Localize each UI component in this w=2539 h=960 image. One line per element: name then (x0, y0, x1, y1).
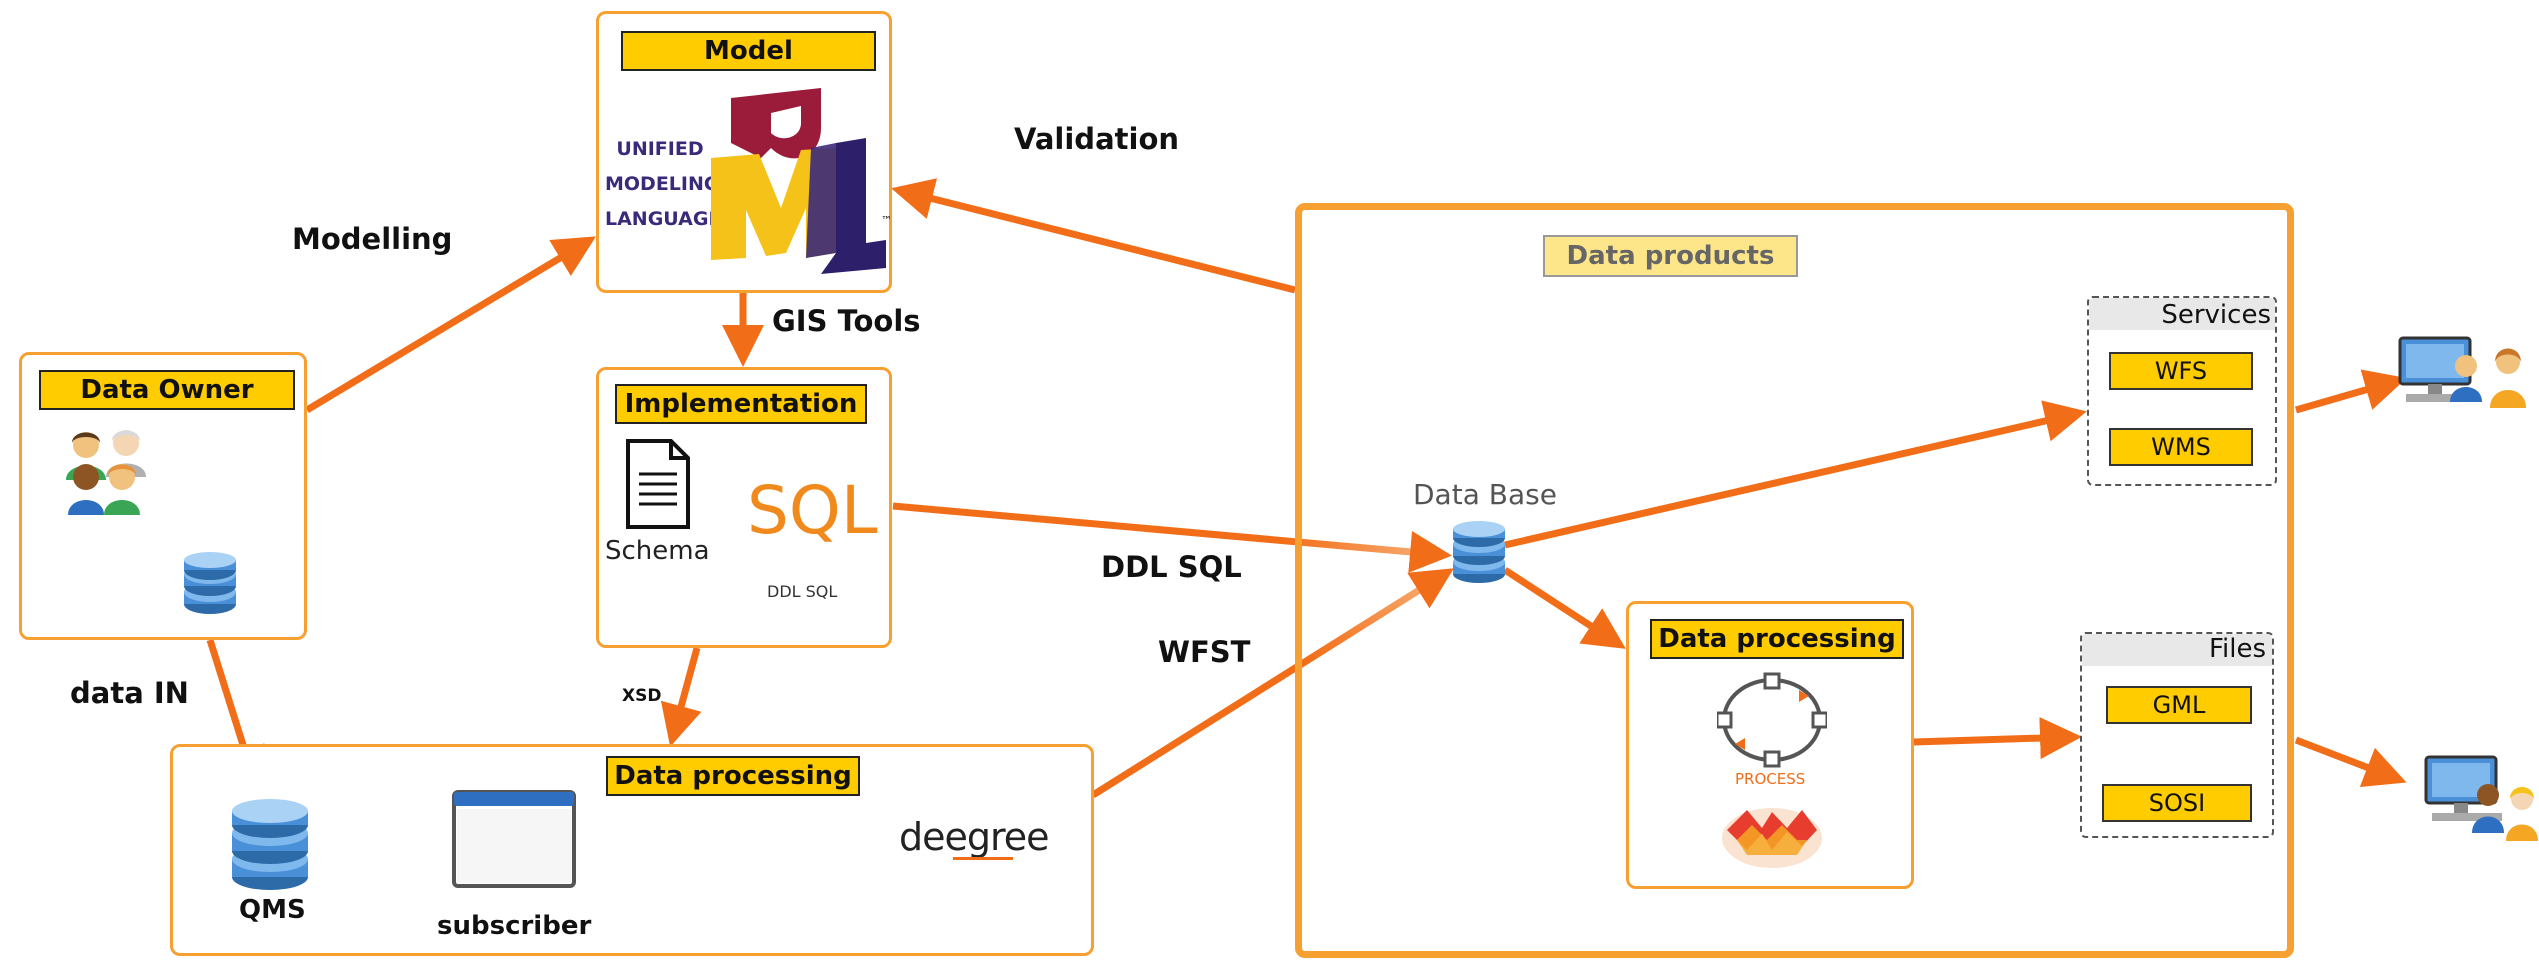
uml-trademark: ™ (881, 214, 892, 227)
process-cycle-icon (1717, 672, 1827, 768)
wfst-label: WFST (1158, 635, 1251, 669)
data-in-label: data IN (70, 676, 189, 710)
ddl-sql-label: DDL SQL (1101, 550, 1242, 584)
process-label: PROCESS (1735, 770, 1806, 788)
files-group: Files GML SOSI (2080, 632, 2274, 838)
inner-data-processing-panel: Data processing PROCESS (1626, 601, 1914, 889)
service-item-wfs[interactable]: WFS (2109, 352, 2253, 390)
file-item-gml[interactable]: GML (2106, 686, 2252, 724)
data-products-tag: Data products (1543, 235, 1798, 277)
arrow-db-services (1504, 400, 2087, 549)
deegree-underline (953, 857, 1013, 860)
gis-tools-label: GIS Tools (772, 304, 921, 338)
arrow-xsd (660, 647, 702, 747)
arrow-services-users (2295, 369, 2407, 414)
data-base-label: Data Base (1413, 478, 1557, 511)
files-title: Files (2208, 634, 2266, 664)
computer-users-bottom-icon (2424, 755, 2538, 841)
uml-logo: UNIFIED MODELING LANGUAGE ™ (599, 74, 895, 284)
data-processing-panel: Data processing QMS subscriber deegree (170, 744, 1094, 956)
subscriber-label: subscriber (437, 911, 592, 941)
arrow-validation (891, 178, 1296, 294)
ddl-sql-small-label: DDL SQL (767, 582, 838, 601)
services-group-header (2089, 298, 2275, 330)
arrow-ddl-sql (892, 502, 1452, 573)
arrow-modelling (305, 236, 597, 414)
model-tag: Model (621, 31, 876, 71)
model-panel: Model UNIFIED MODELING LANGUAGE ™ (596, 11, 892, 293)
document-icon (626, 439, 690, 529)
file-item-sosi[interactable]: SOSI (2102, 784, 2252, 822)
service-item-wms[interactable]: WMS (2109, 428, 2253, 466)
uml-text-unified: UNIFIED (616, 138, 704, 160)
qms-database-icon (232, 799, 308, 890)
data-owner-panel: Data Owner (19, 352, 307, 640)
services-group: Services WFS WMS (2087, 296, 2277, 486)
data-owner-tag: Data Owner (39, 370, 295, 410)
qms-label: QMS (239, 895, 306, 925)
sql-logo: SQL (747, 472, 878, 549)
computer-users-top-icon (2398, 336, 2526, 408)
xsd-label: XSD (622, 686, 662, 706)
people-icon (66, 430, 146, 515)
arrow-processing-files (1913, 717, 2082, 760)
arrow-db-processing (1503, 567, 1626, 649)
data-base-icon (1453, 521, 1505, 583)
uml-text-language: LANGUAGE (605, 208, 722, 230)
services-title: Services (2161, 300, 2271, 330)
arrow-wfst (1091, 568, 1454, 798)
schema-label: Schema (605, 536, 710, 566)
deegree-logo: deegree (899, 815, 1050, 859)
uml-mark-icon (711, 88, 886, 274)
data-products-panel (1295, 203, 2294, 958)
subscriber-window-icon (452, 790, 576, 888)
database-icon (184, 552, 236, 614)
data-processing-tag: Data processing (606, 756, 860, 796)
uml-text: UNIFIED MODELING LANGUAGE (605, 132, 722, 237)
inner-data-processing-tag: Data processing (1650, 619, 1904, 659)
fme-logo-icon (1722, 808, 1822, 868)
implementation-tag: Implementation (615, 384, 867, 424)
implementation-panel: Implementation Schema SQL DDL SQL (596, 367, 892, 648)
arrow-files-users (2294, 736, 2407, 788)
validation-label: Validation (1014, 122, 1180, 156)
modelling-label: Modelling (292, 222, 453, 256)
files-group-header (2082, 634, 2272, 666)
uml-text-modeling: MODELING (605, 173, 720, 195)
